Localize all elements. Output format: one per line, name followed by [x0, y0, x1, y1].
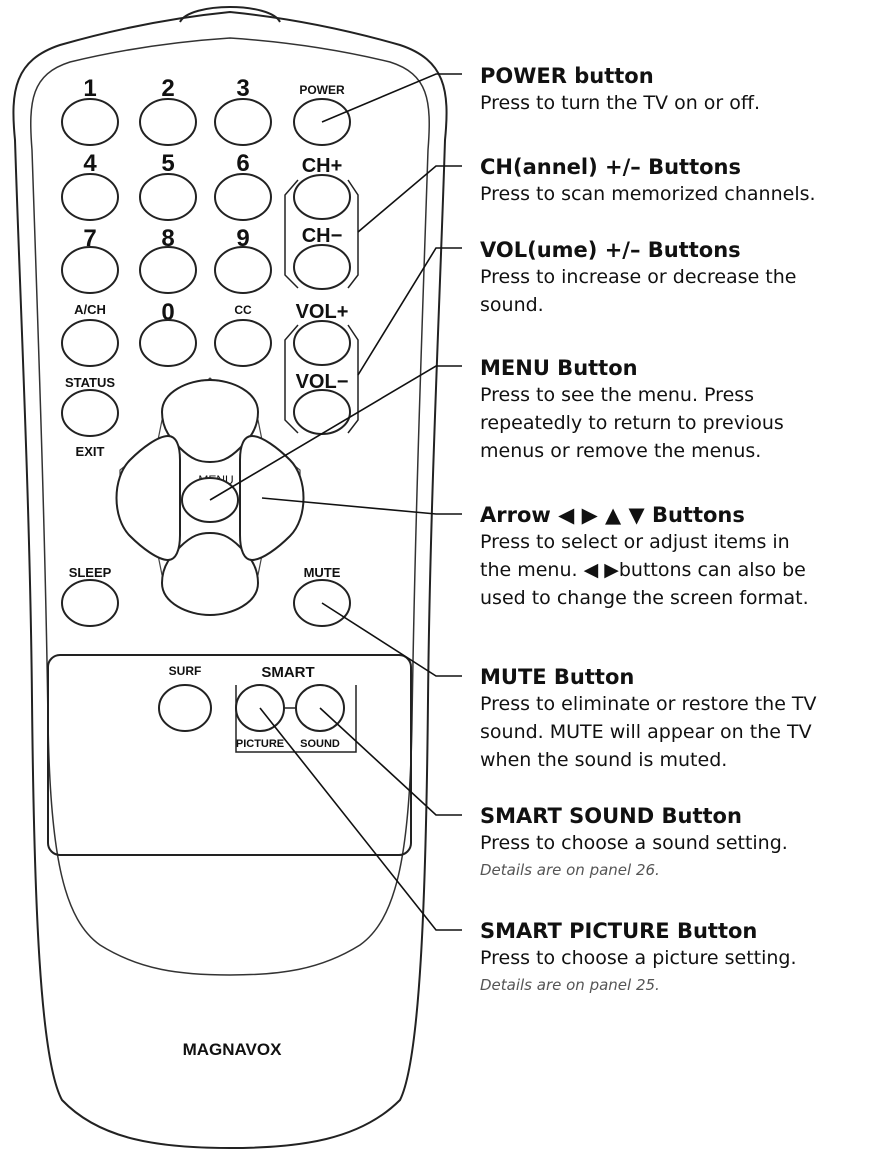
- callout-line: Press to eliminate or restore the TV: [480, 693, 817, 715]
- ch-minus-label: CH−: [302, 225, 343, 247]
- callout-line: Press to select or adjust items in: [480, 531, 790, 553]
- callout-mute: MUTE Button Press to eliminate or restor…: [480, 664, 880, 774]
- leader-mute: [321, 602, 462, 677]
- num-8-label: 8: [161, 225, 174, 252]
- vol-plus-label: VOL+: [296, 301, 349, 323]
- arrow-down-button[interactable]: [160, 531, 260, 617]
- vol-plus-button[interactable]: [293, 320, 351, 366]
- callout-line: Press to see the menu. Press: [480, 384, 755, 406]
- callout-line: used to change the screen format.: [480, 587, 809, 609]
- button-0[interactable]: [139, 319, 197, 367]
- mute-label: MUTE: [304, 565, 341, 580]
- remote-top-notch: [179, 6, 281, 23]
- callout-reference: Details are on panel 26.: [480, 861, 660, 879]
- callout-title: MENU Button: [480, 356, 638, 380]
- status-exit-button[interactable]: [61, 389, 119, 437]
- leader-smart-picture: [259, 707, 462, 931]
- callout-line: menus or remove the menus.: [480, 440, 762, 462]
- callout-line: Press to choose a sound setting.: [480, 832, 788, 854]
- callout-title: SMART PICTURE Button: [480, 919, 758, 943]
- callout-line: sound. MUTE will appear on the TV: [480, 721, 812, 743]
- num-3-label: 3: [236, 75, 249, 102]
- num-2-label: 2: [161, 75, 174, 102]
- number-buttons: [61, 98, 272, 367]
- button-2[interactable]: [139, 98, 197, 146]
- remote-lower-panel: [47, 654, 412, 856]
- callout-smart-picture: SMART PICTURE Button Press to choose a p…: [480, 918, 880, 998]
- button-4[interactable]: [61, 173, 119, 221]
- num-1-label: 1: [83, 75, 96, 102]
- callout-line: Press to increase or decrease the: [480, 266, 797, 288]
- button-7[interactable]: [61, 246, 119, 294]
- button-9[interactable]: [214, 246, 272, 294]
- picture-label: PICTURE: [236, 738, 284, 750]
- button-1[interactable]: [61, 98, 119, 146]
- callout-title: CH(annel) +/– Buttons: [480, 155, 741, 179]
- num-6-label: 6: [236, 150, 249, 177]
- callout-channel: CH(annel) +/– Buttons Press to scan memo…: [480, 154, 880, 208]
- brand-logo: MAGNAVOX: [183, 1040, 283, 1059]
- button-cc[interactable]: [214, 319, 272, 367]
- callout-line: when the sound is muted.: [480, 749, 728, 771]
- sleep-label: SLEEP: [69, 565, 112, 580]
- num-9-label: 9: [236, 225, 249, 252]
- callout-line: repeatedly to return to previous: [480, 412, 784, 434]
- callout-line: the menu. ◀ ▶buttons can also be: [480, 559, 806, 581]
- leader-vol: [357, 247, 462, 376]
- sleep-button[interactable]: [61, 579, 119, 627]
- exit-label: EXIT: [76, 444, 105, 459]
- leader-power: [321, 73, 462, 123]
- vol-minus-button[interactable]: [293, 389, 351, 435]
- vol-minus-label: VOL−: [296, 371, 349, 393]
- callout-title: MUTE Button: [480, 665, 635, 689]
- leader-lines: [209, 73, 462, 931]
- arrow-pad: [115, 377, 305, 617]
- leader-ch: [357, 165, 462, 233]
- leader-arrow: [261, 497, 462, 515]
- button-ach[interactable]: [61, 319, 119, 367]
- callout-reference: Details are on panel 25.: [480, 976, 660, 994]
- callout-title: SMART SOUND Button: [480, 804, 742, 828]
- callout-power: POWER button Press to turn the TV on or …: [480, 63, 880, 117]
- arrow-left-button[interactable]: [115, 434, 181, 562]
- surf-button[interactable]: [158, 684, 212, 732]
- callout-line: Press to choose a picture setting.: [480, 947, 797, 969]
- status-label: STATUS: [65, 375, 115, 390]
- callout-line: sound.: [480, 294, 544, 316]
- num-7-label: 7: [83, 225, 96, 252]
- remote-inner-outline: [30, 37, 430, 976]
- button-6[interactable]: [214, 173, 272, 221]
- ch-minus-button[interactable]: [293, 244, 351, 290]
- ch-plus-button[interactable]: [293, 174, 351, 220]
- callout-line: Press to turn the TV on or off.: [480, 92, 761, 114]
- arrow-right-button[interactable]: [239, 434, 305, 562]
- vol-bracket: [284, 324, 359, 434]
- callout-menu: MENU Button Press to see the menu. Press…: [480, 355, 880, 465]
- callout-title: POWER button: [480, 64, 654, 88]
- num-4-label: 4: [83, 150, 97, 177]
- callout-arrows: Arrow ◀ ▶ ▲ ▼ Buttons Press to select or…: [480, 502, 880, 612]
- sound-label: SOUND: [300, 738, 340, 750]
- callout-title: VOL(ume) +/– Buttons: [480, 238, 741, 262]
- cc-label: CC: [234, 303, 252, 317]
- leader-smart-sound: [319, 707, 462, 816]
- callout-smart-sound: SMART SOUND Button Press to choose a sou…: [480, 803, 880, 883]
- num-5-label: 5: [161, 150, 174, 177]
- power-label: POWER: [299, 83, 345, 97]
- callout-volume: VOL(ume) +/– Buttons Press to increase o…: [480, 237, 880, 319]
- button-5[interactable]: [139, 173, 197, 221]
- callout-line: Press to scan memorized channels.: [480, 183, 816, 205]
- ch-plus-label: CH+: [302, 155, 343, 177]
- smart-bracket: [235, 685, 357, 753]
- button-8[interactable]: [139, 246, 197, 294]
- leader-menu: [209, 365, 462, 501]
- ch-bracket: [284, 179, 359, 289]
- ach-label: A/CH: [74, 302, 106, 317]
- button-3[interactable]: [214, 98, 272, 146]
- surf-label: SURF: [169, 664, 202, 678]
- callout-title: Arrow ◀ ▶ ▲ ▼ Buttons: [480, 503, 745, 527]
- smart-label: SMART: [261, 664, 314, 681]
